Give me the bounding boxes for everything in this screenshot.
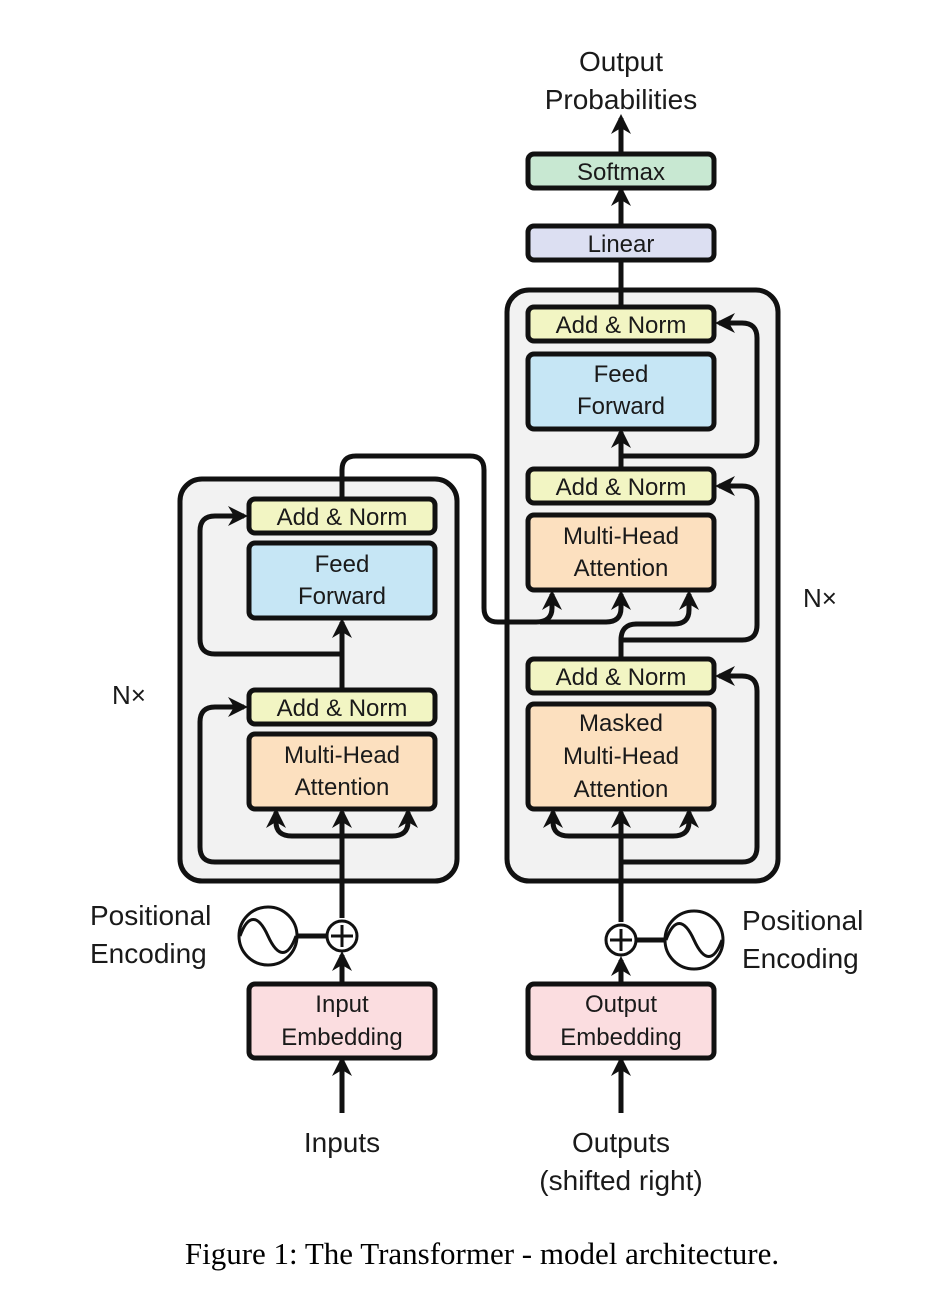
encoder-plus-icon: [325, 919, 359, 953]
encoder-wires: [197, 453, 631, 1113]
linear-layer: Linear: [525, 223, 717, 263]
decoder-positional-encoding-label-1: Positional: [742, 905, 863, 936]
add-norm-label: Add & Norm: [277, 695, 408, 722]
attention-label-2: Attention: [574, 555, 669, 582]
encoder-multi-head-attention: Multi-Head Attention: [246, 731, 438, 812]
figure-caption: Figure 1: The Transformer - model archit…: [185, 1236, 779, 1271]
decoder-positional-encoding-label-2: Encoding: [742, 943, 859, 974]
decoder-add-norm-mid: Add & Norm: [525, 466, 717, 506]
input-embedding: Input Embedding: [246, 981, 438, 1061]
feed-forward-label-1: Feed: [315, 551, 370, 578]
encoder-positional-encoding-label-2: Encoding: [90, 938, 207, 969]
decoder-add-norm-bottom: Add & Norm: [525, 656, 717, 696]
feed-forward-label-1: Feed: [594, 361, 649, 388]
attention-label-1: Multi-Head: [284, 742, 400, 769]
decoder-feed-forward: Feed Forward: [525, 351, 717, 432]
output-embedding: Output Embedding: [525, 981, 717, 1061]
encoder-repeat-label: N×: [112, 680, 146, 710]
output-probabilities-label-2: Probabilities: [545, 84, 698, 115]
outputs-label-1: Outputs: [572, 1127, 670, 1158]
embedding-label-1: Output: [585, 991, 657, 1018]
decoder-multi-head-attention: Multi-Head Attention: [525, 512, 717, 593]
add-norm-label: Add & Norm: [277, 504, 408, 531]
attention-label-1: Multi-Head: [563, 523, 679, 550]
encoder-add-norm-top: Add & Norm: [246, 496, 438, 536]
add-norm-label: Add & Norm: [556, 312, 687, 339]
encoder-feed-forward: Feed Forward: [246, 540, 438, 621]
encoder-positional-encoding-label-1: Positional: [90, 900, 211, 931]
decoder-masked-multi-head-attention: Masked Multi-Head Attention: [525, 701, 717, 812]
add-norm-label: Add & Norm: [556, 664, 687, 691]
decoder-add-norm-top: Add & Norm: [525, 304, 717, 344]
softmax-layer: Softmax: [525, 151, 717, 191]
add-norm-label: Add & Norm: [556, 474, 687, 501]
feed-forward-label-2: Forward: [298, 583, 386, 610]
inputs-label: Inputs: [304, 1127, 380, 1158]
encoder-add-norm-bottom: Add & Norm: [246, 687, 438, 727]
masked-attention-label-3: Attention: [574, 776, 669, 803]
embedding-label-2: Embedding: [281, 1024, 402, 1051]
output-probabilities-label-1: Output: [579, 46, 663, 77]
masked-attention-label-1: Masked: [579, 710, 663, 737]
linear-label: Linear: [588, 231, 655, 258]
decoder-repeat-label: N×: [803, 583, 837, 613]
attention-label-2: Attention: [295, 774, 390, 801]
embedding-label-2: Embedding: [560, 1024, 681, 1051]
decoder-sine-wave-icon: [663, 909, 725, 971]
encoder-sine-wave-icon: [237, 905, 299, 967]
softmax-label: Softmax: [577, 159, 665, 186]
embedding-label-1: Input: [315, 991, 369, 1018]
masked-attention-label-2: Multi-Head: [563, 743, 679, 770]
outputs-label-2: (shifted right): [539, 1165, 702, 1196]
feed-forward-label-2: Forward: [577, 393, 665, 420]
decoder-plus-icon: [604, 923, 638, 957]
encoder-stack: [177, 476, 460, 884]
decoder-wires: [543, 114, 760, 1113]
